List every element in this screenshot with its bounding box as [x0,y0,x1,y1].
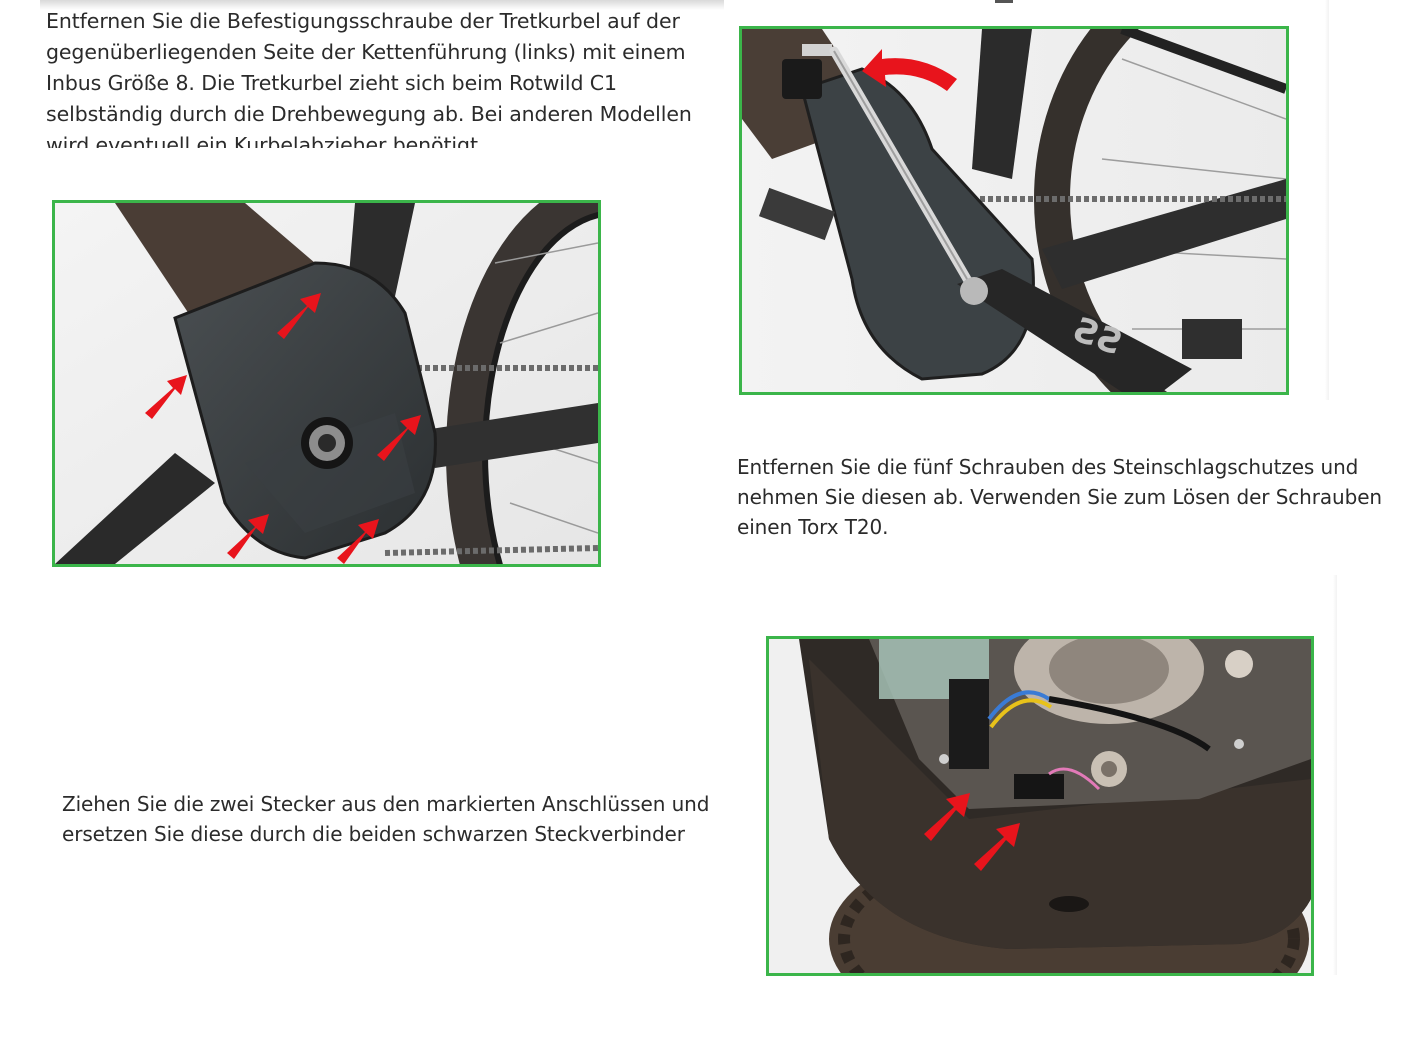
red-arrow-group [145,293,421,564]
crank-illustration: ƧƧ [742,29,1286,392]
text-line: ersetzen Sie diese durch die beiden schw… [62,822,685,846]
text-line: gegenüberliegenden Seite der Kettenführu… [46,40,686,64]
motor-cover-illustration [55,203,598,564]
instruction-crank-removal: Entfernen Sie die Befestigungsschraube d… [46,6,692,148]
page-mark [995,0,1013,3]
page-top-edge [40,0,724,10]
text-line: Entfernen Sie die fünf Schrauben des Ste… [737,455,1359,479]
instruction-guard-removal: Entfernen Sie die fünf Schrauben des Ste… [737,452,1382,542]
page-edge-shadow [1325,0,1329,400]
photo-motor-cover-screws [52,200,601,567]
instruction-plug-replacement: Ziehen Sie die zwei Stecker aus den mark… [62,789,709,849]
photo-crank-allen-key: ƧƧ [739,26,1289,395]
rotation-arrow [862,49,957,91]
text-line: Entfernen Sie die Befestigungsschraube d… [46,9,680,33]
connector-illustration [769,639,1311,973]
page-edge-shadow [1333,575,1337,975]
photo-motor-connectors [766,636,1314,976]
text-line: selbständig durch die Drehbewegung ab. B… [46,102,692,126]
text-line: Ziehen Sie die zwei Stecker aus den mark… [62,792,710,816]
red-arrow-group [924,793,1020,871]
text-line: wird eventuell ein Kurbelabzieher benöti… [46,133,478,148]
text-line: einen Torx T20. [737,515,889,539]
text-line: nehmen Sie diesen ab. Verwenden Sie zum … [737,485,1382,509]
text-line: Inbus Größe 8. Die Tretkurbel zieht sich… [46,71,617,95]
